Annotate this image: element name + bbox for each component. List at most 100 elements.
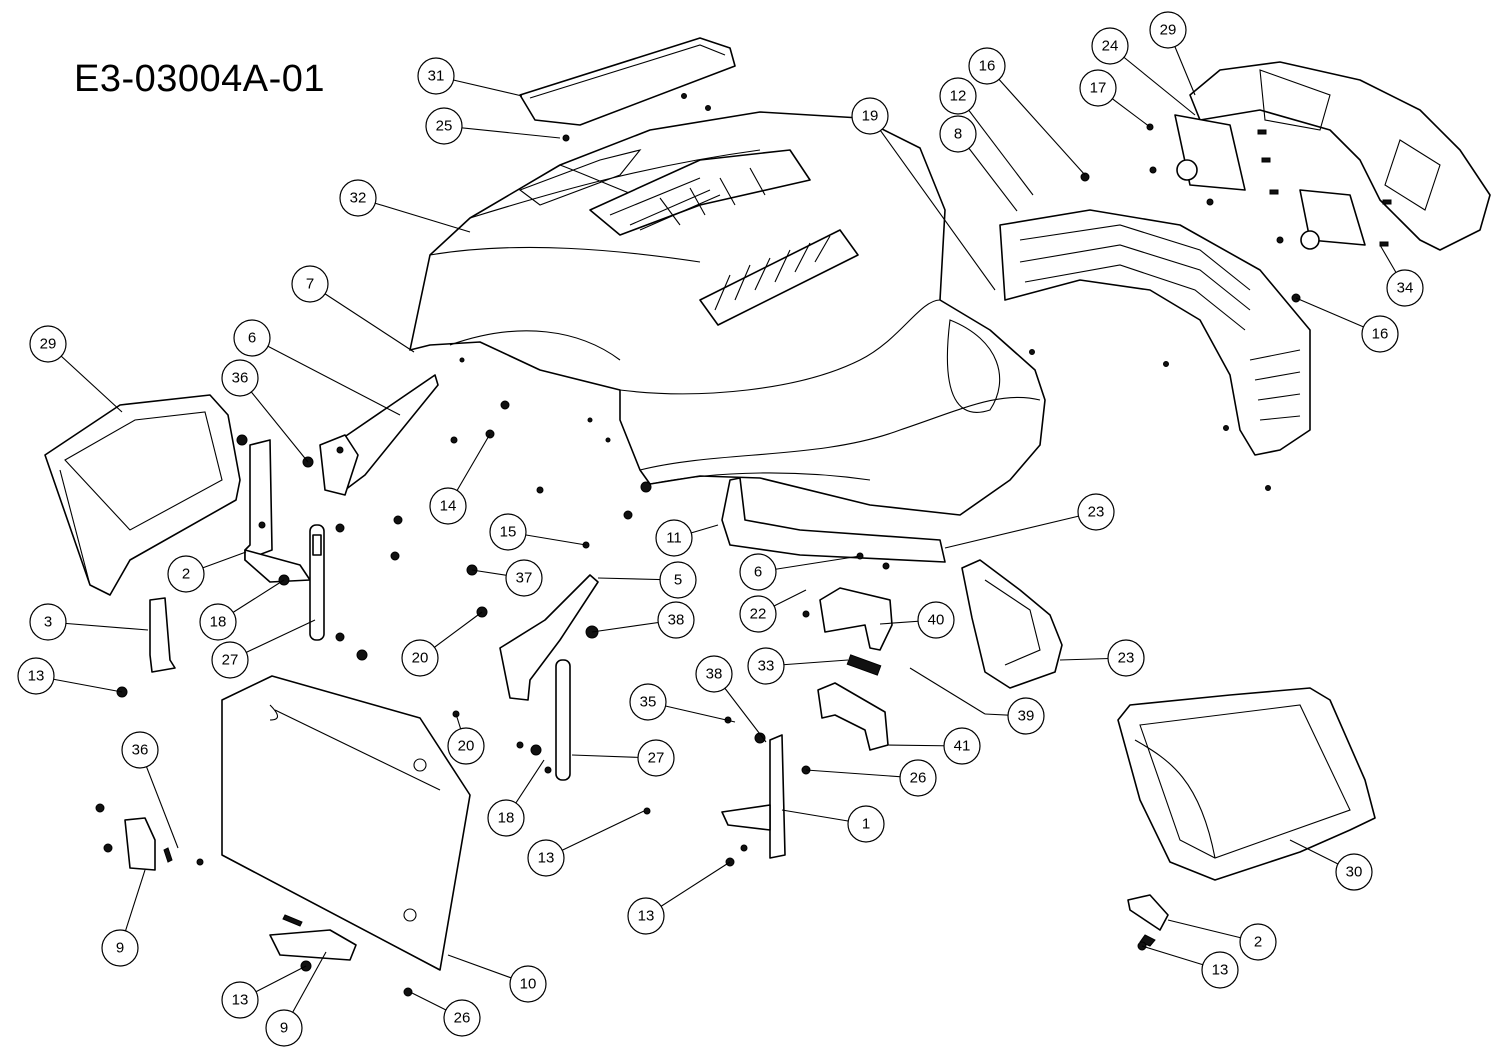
callout-circle	[1201, 951, 1239, 989]
leader-line	[443, 125, 561, 139]
callout-circle	[847, 805, 885, 843]
callout-circle	[221, 359, 259, 397]
callout-circle	[655, 519, 693, 557]
part-callout: 36	[121, 731, 159, 769]
part-callout: 5	[659, 561, 697, 599]
callout-circle	[17, 657, 55, 695]
callout-number: 13	[1212, 962, 1229, 979]
callout-circle	[417, 57, 455, 95]
callout-number: 6	[248, 330, 256, 347]
part-callout: 25	[425, 107, 463, 145]
callout-number: 36	[232, 370, 249, 387]
callout-circle	[943, 727, 981, 765]
part-callout: 2	[167, 555, 205, 593]
part-callout: 2	[1239, 923, 1277, 961]
part-callout: 10	[509, 965, 547, 1003]
leader-line	[357, 197, 471, 233]
callout-circle	[659, 561, 697, 599]
callout-circle	[487, 799, 525, 837]
part-callout: 14	[429, 487, 467, 525]
callout-number: 10	[520, 976, 537, 993]
part-callout: 16	[968, 47, 1006, 85]
callout-circle	[29, 603, 67, 641]
callout-circle	[401, 639, 439, 677]
callout-number: 13	[232, 992, 249, 1009]
callout-number: 18	[498, 810, 515, 827]
callout-number: 9	[116, 940, 124, 957]
part-callout: 18	[487, 799, 525, 837]
part-callout: 37	[505, 559, 543, 597]
callout-circle	[851, 97, 889, 135]
callout-circle	[443, 999, 481, 1037]
leader-line	[309, 283, 415, 353]
part-callout: 13	[627, 897, 665, 935]
left-side-panel	[44, 394, 241, 596]
part-callout: 15	[489, 513, 527, 551]
part-callout: 27	[211, 641, 249, 679]
callout-circle	[291, 265, 329, 303]
part-callout: 13	[1201, 951, 1239, 989]
small-bracket-2-right	[1127, 894, 1169, 947]
callout-number: 17	[1090, 80, 1107, 97]
callout-circle	[1335, 853, 1373, 891]
callout-number: 22	[750, 606, 767, 623]
callout-number: 16	[979, 58, 996, 75]
callout-circle	[221, 981, 259, 1019]
callout-number: 7	[306, 276, 314, 293]
part-callout: 27	[637, 739, 675, 777]
bracket-1	[721, 734, 786, 859]
callout-circle	[447, 727, 485, 765]
callout-number: 20	[458, 738, 475, 755]
callout-number: 23	[1088, 504, 1105, 521]
part-callout: 26	[443, 999, 481, 1037]
callout-circle	[1386, 269, 1424, 307]
part-callout: 1	[847, 805, 885, 843]
callout-circle	[968, 47, 1006, 85]
callout-circle	[1361, 315, 1399, 353]
callout-number: 29	[40, 336, 57, 353]
part-callout: 16	[1361, 315, 1399, 353]
part-callout: 33	[747, 647, 785, 685]
callout-number: 5	[674, 572, 682, 589]
part-callout: 29	[1149, 11, 1187, 49]
part-callout: 32	[339, 179, 377, 217]
part-callout: 9	[265, 1009, 303, 1047]
callout-circle	[627, 897, 665, 935]
callout-circle	[939, 115, 977, 153]
part-callout: 41	[943, 727, 981, 765]
callout-number: 2	[182, 566, 190, 583]
part-callout: 20	[447, 727, 485, 765]
rod-39	[909, 667, 986, 715]
callout-circle	[429, 487, 467, 525]
callout-number: 40	[928, 612, 945, 629]
hinge-9-bottom	[269, 914, 357, 961]
leader-line	[944, 511, 1097, 549]
callout-circle	[899, 759, 937, 797]
callout-circle	[121, 731, 159, 769]
callout-circle	[29, 325, 67, 363]
callout-number: 1	[862, 816, 870, 833]
callout-number: 30	[1346, 864, 1363, 881]
callout-number: 20	[412, 650, 429, 667]
bracket-40	[819, 587, 893, 651]
part-callout: 17	[1079, 69, 1117, 107]
callout-circle	[629, 683, 667, 721]
left-mount-bracket	[244, 439, 311, 583]
callout-number: 38	[706, 666, 723, 683]
callout-number: 38	[668, 612, 685, 629]
callout-circle	[1149, 11, 1187, 49]
gas-strut-left	[309, 524, 325, 641]
callout-number: 3	[44, 614, 52, 631]
callout-number: 19	[862, 108, 879, 125]
right-side-panel	[1117, 687, 1376, 881]
callout-circle	[739, 553, 777, 591]
callout-circle	[199, 603, 237, 641]
part-callout: 39	[1007, 697, 1045, 735]
part-callout: 18	[199, 603, 237, 641]
callout-number: 9	[280, 1020, 288, 1037]
part-callout: 20	[401, 639, 439, 677]
headlight-housing	[1080, 61, 1491, 303]
callout-number: 11	[666, 530, 682, 547]
callout-number: 29	[1160, 22, 1177, 39]
